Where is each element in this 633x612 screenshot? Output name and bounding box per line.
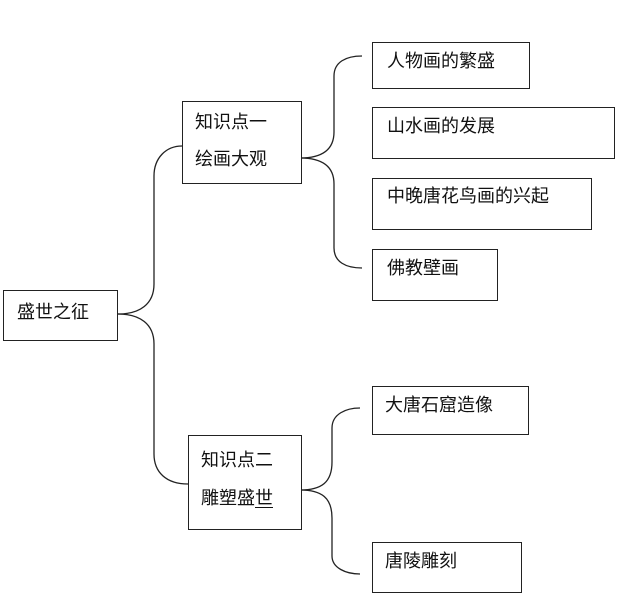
- topic-label: 人物画的繁盛: [387, 51, 495, 72]
- brace-point-two: [299, 489, 361, 575]
- root-connector: [117, 145, 183, 315]
- topic-box: 中晚唐花鸟画的兴起: [372, 178, 592, 230]
- topic-label: 佛教壁画: [387, 258, 459, 279]
- topic-label: 大唐石窟造像: [385, 395, 493, 416]
- topic-label: 中晚唐花鸟画的兴起: [387, 186, 549, 207]
- knowledge-point-one: 知识点一 绘画大观: [182, 101, 302, 184]
- brace-point-two: [299, 407, 361, 491]
- topic-label: 山水画的发展: [387, 116, 495, 137]
- topic-box: 佛教壁画: [372, 249, 498, 301]
- root-label: 盛世之征: [17, 302, 89, 323]
- topic-box: 山水画的发展: [372, 107, 615, 159]
- topic-label: 唐陵雕刻: [385, 551, 457, 572]
- knowledge-point-two-subtitle-plain: 雕塑盛: [201, 488, 255, 509]
- brace-point-one: [299, 157, 363, 269]
- knowledge-point-one-subtitle: 绘画大观: [195, 149, 267, 170]
- root-connector: [117, 313, 189, 485]
- root-node: 盛世之征: [3, 290, 118, 341]
- knowledge-point-two-title: 知识点二: [201, 450, 273, 471]
- brace-point-one: [299, 55, 363, 159]
- topic-box: 唐陵雕刻: [372, 542, 522, 593]
- topic-box: 大唐石窟造像: [372, 386, 529, 435]
- knowledge-point-two: 知识点二 雕塑盛世: [188, 435, 302, 530]
- knowledge-point-two-subtitle: 雕塑盛世: [201, 490, 273, 508]
- knowledge-point-two-subtitle-underlined: 世: [255, 488, 273, 509]
- knowledge-point-one-title: 知识点一: [195, 112, 267, 133]
- topic-box: 人物画的繁盛: [372, 42, 530, 89]
